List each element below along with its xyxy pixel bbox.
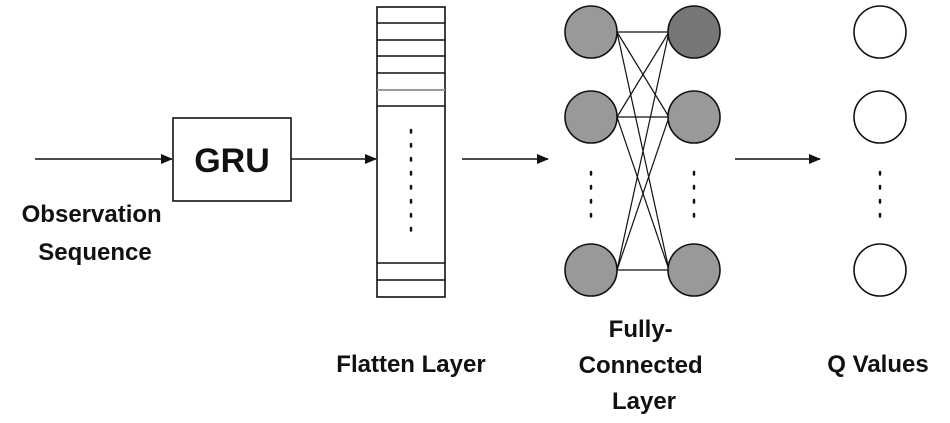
fc-node: [564, 5, 618, 59]
fc-node: [667, 90, 721, 144]
q-node: [853, 243, 907, 297]
gru-label: GRU: [194, 142, 270, 180]
fully-connected-layer-label: Fully- Connected Layer: [579, 316, 710, 415]
fc-connections: [616, 31, 670, 271]
fc-right-nodes: [667, 5, 721, 297]
flatten-layer-label: Flatten Layer: [336, 351, 485, 378]
q-values-label: Q Values: [827, 351, 928, 378]
observation-label-line2: Sequence: [38, 239, 151, 266]
observation-label-line1: Observation: [22, 201, 162, 228]
gru-block: GRU: [172, 117, 292, 202]
fc-label-line2: Connected: [579, 352, 703, 379]
fc-left-nodes: [564, 5, 618, 297]
q-node: [853, 90, 907, 144]
fc-label-line3: Layer: [612, 388, 676, 415]
fc-node: [564, 90, 618, 144]
observation-sequence-label: Observation Sequence: [22, 201, 169, 266]
flatten-layer-stack: [376, 6, 446, 298]
fc-node: [564, 243, 618, 297]
fc-node: [667, 5, 721, 59]
q-value-nodes: [853, 5, 907, 297]
fc-label-line1: Fully-: [609, 316, 673, 343]
fc-node: [667, 243, 721, 297]
q-node: [853, 5, 907, 59]
